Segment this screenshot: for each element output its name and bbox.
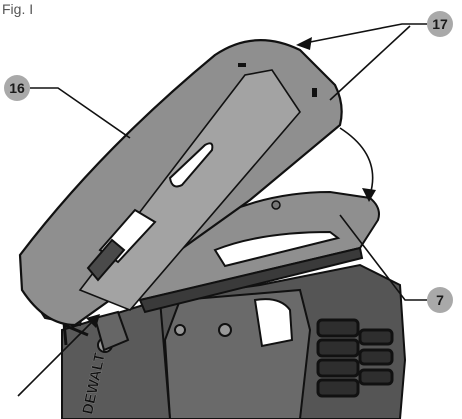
screw-detail [218,323,232,337]
nose-piece [61,298,172,419]
leader-16 [30,87,131,139]
leader-lines [17,23,427,397]
motion-arc [339,127,374,196]
screw-detail [174,324,186,336]
arrowheads [86,37,376,328]
tool-housing: DEWALT [61,263,407,419]
callout-17: 17 [427,11,453,37]
lower-holder-edge [138,246,364,314]
pointer-arrow-line [17,317,97,397]
handle-cutout [253,298,294,348]
figure-title: Fig. I [2,1,34,17]
arrowhead-motion [362,188,376,202]
upper-cover [18,39,343,327]
lower-holder-slot [213,230,341,268]
callout-7: 7 [427,287,453,313]
cover-mark [238,63,246,67]
arrowhead-pointer [86,314,100,328]
latch-block [86,238,126,282]
leader-17-b [329,25,411,101]
holder-screw [271,200,281,210]
grip-ribs [316,318,394,398]
callout-16: 16 [4,75,30,101]
leader-7 [339,214,427,301]
hinge-pivot [93,310,130,352]
cover-mark [312,88,317,97]
arrowhead-17 [296,37,312,50]
cover-ridge [78,69,302,311]
cover-window [168,142,214,188]
leader-17-a [299,23,427,45]
